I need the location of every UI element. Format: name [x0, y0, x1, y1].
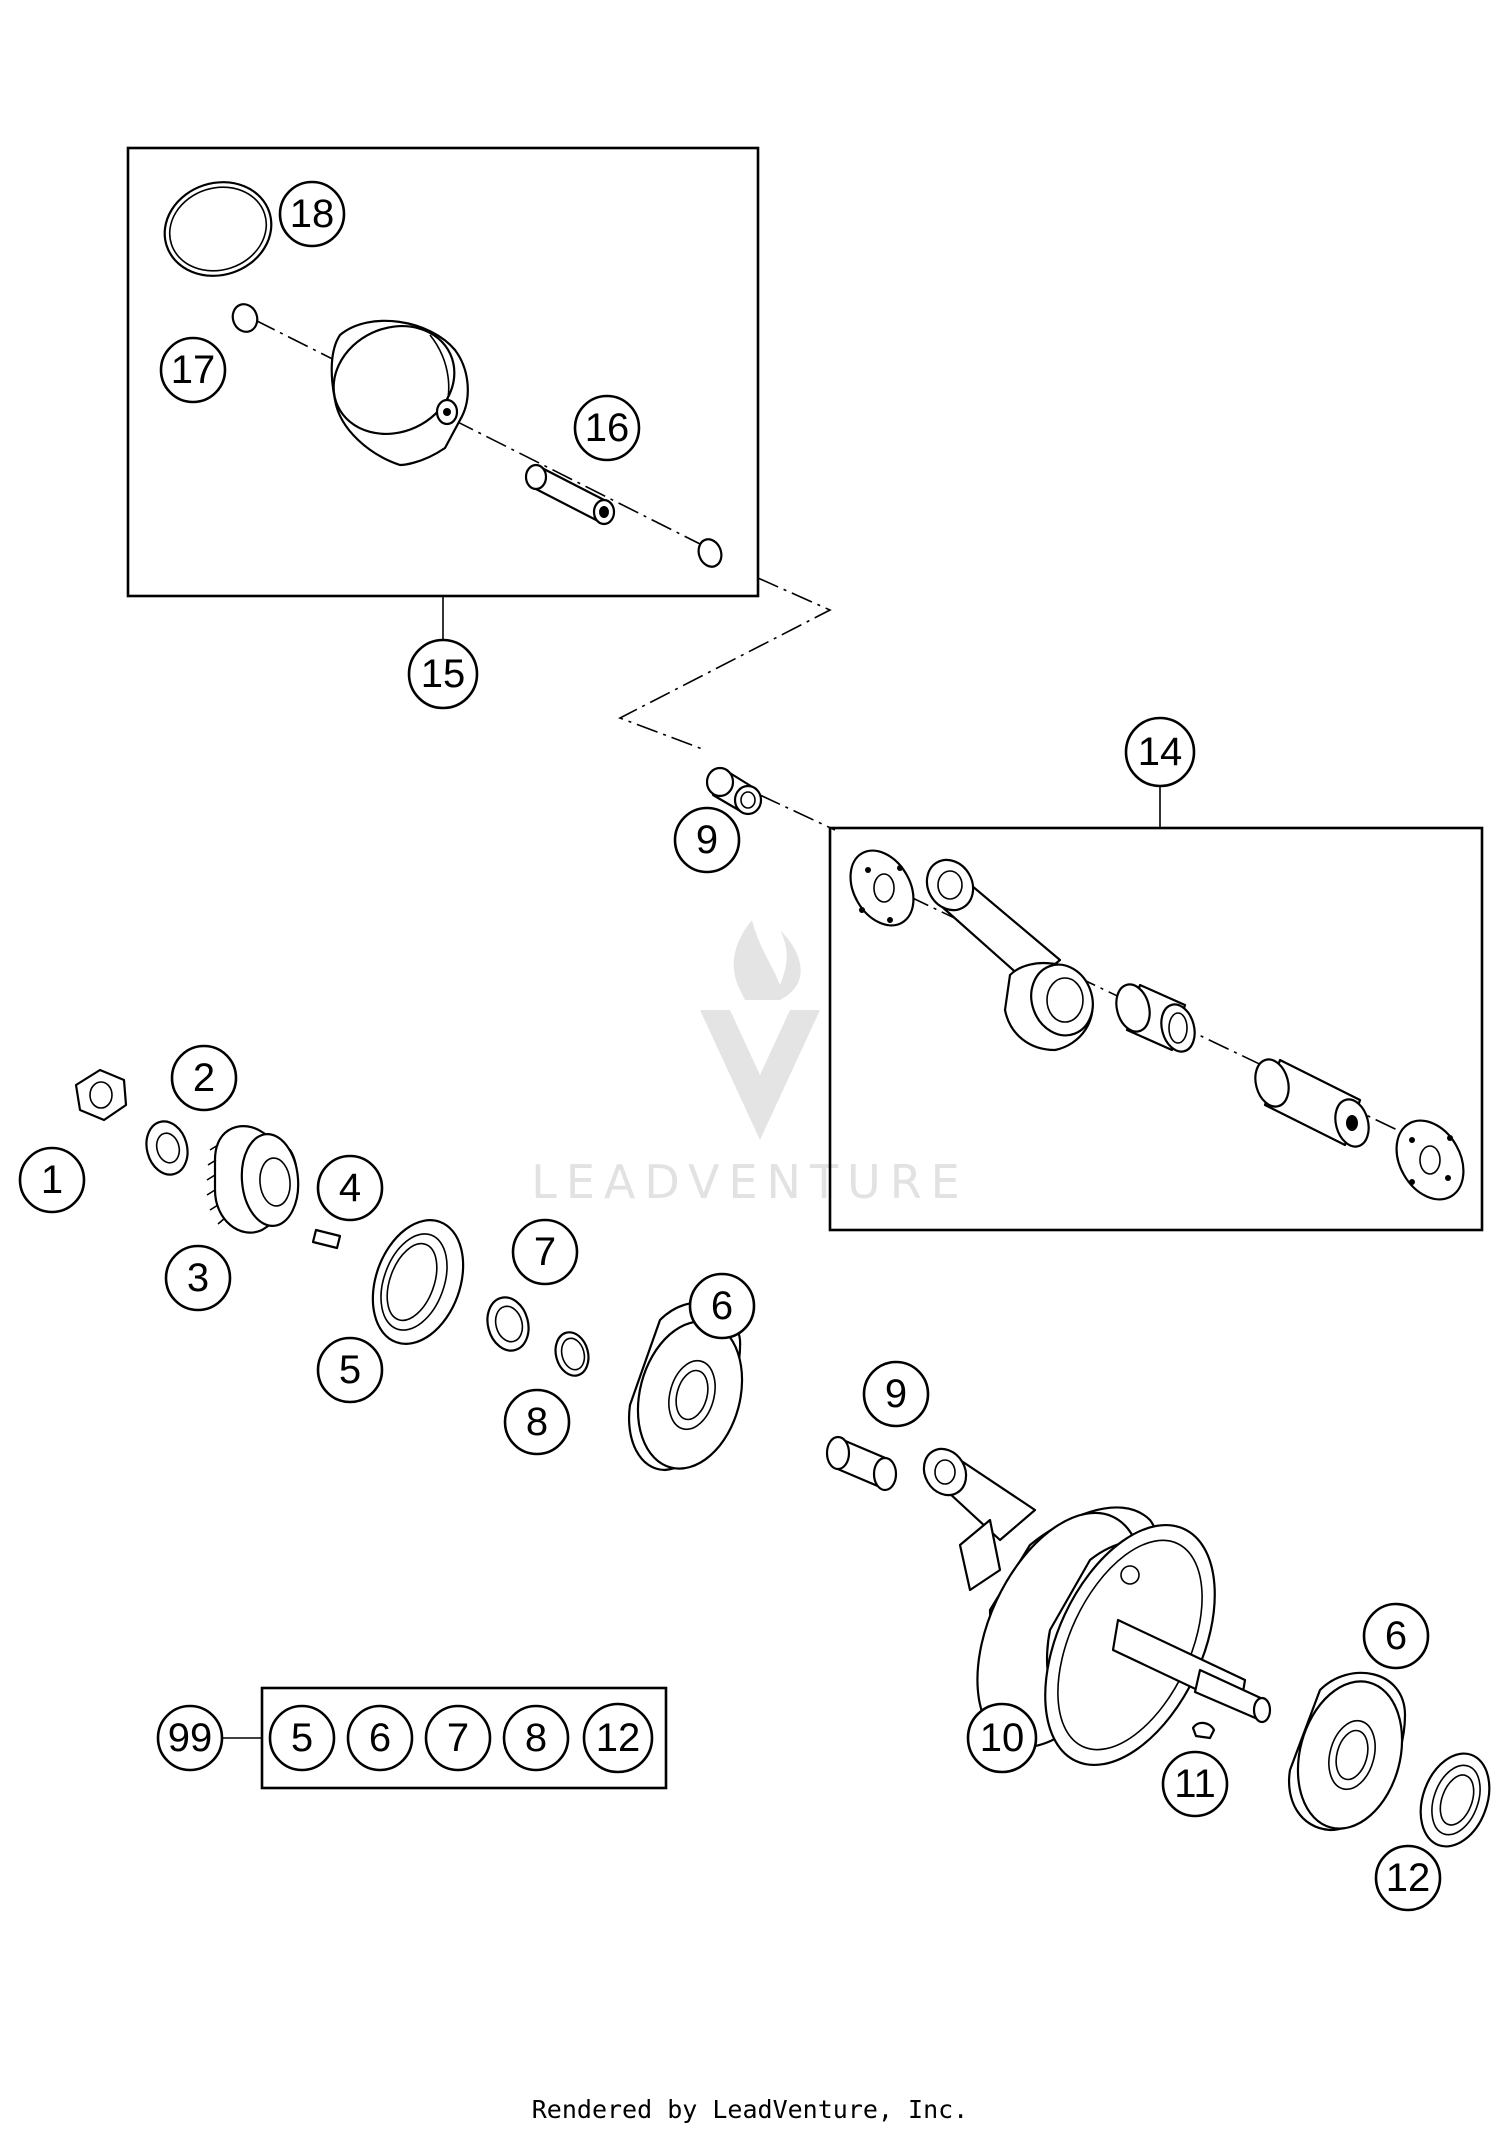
footer-credit: Rendered by LeadVenture, Inc.	[532, 2095, 969, 2124]
crankshaft[interactable]	[916, 1441, 1272, 1791]
callout-14-label: 14	[1138, 730, 1183, 774]
callout-4[interactable]: 4	[316, 1154, 384, 1222]
callout-18-label: 18	[290, 192, 335, 236]
callout-16-label: 16	[585, 406, 630, 450]
callout-6-left[interactable]: 6	[688, 1272, 756, 1340]
callout-7-label: 7	[534, 1230, 556, 1274]
callout-3[interactable]: 3	[164, 1244, 232, 1312]
callout-2[interactable]: 2	[170, 1044, 238, 1112]
circlip-right[interactable]	[695, 536, 725, 570]
callout-9-mid-label: 9	[885, 1372, 907, 1416]
watermark: LEADVENTURE	[531, 920, 969, 1209]
primary-gear[interactable]	[206, 1125, 302, 1234]
kit-item-7-label: 7	[447, 1716, 469, 1760]
washer[interactable]	[141, 1117, 194, 1180]
ball-bearing-left[interactable]	[622, 1301, 757, 1481]
callout-10[interactable]: 10	[966, 1702, 1038, 1774]
shaft-seal-right[interactable]	[1409, 1744, 1500, 1856]
callout-14[interactable]: 14	[1124, 716, 1196, 788]
callout-99-label: 99	[168, 1716, 213, 1760]
watermark-text: LEADVENTURE	[531, 1155, 969, 1209]
shim-large[interactable]	[482, 1293, 535, 1356]
needle-bearing-mid[interactable]	[825, 1435, 898, 1492]
needle-bearing-top[interactable]	[705, 766, 763, 816]
callout-17[interactable]: 17	[159, 336, 227, 404]
repair-kit-group	[222, 1686, 668, 1790]
flame-v-logo-icon	[700, 920, 820, 1140]
crank-pin[interactable]	[1250, 1056, 1373, 1151]
callout-15[interactable]: 15	[407, 638, 479, 710]
callout-2-label: 2	[193, 1056, 215, 1100]
callout-11-label: 11	[1174, 1762, 1216, 1806]
kit-item-7[interactable]: 7	[424, 1704, 492, 1772]
circlip-left[interactable]	[229, 301, 261, 336]
thrust-washer-left[interactable]	[838, 839, 926, 936]
callout-16[interactable]: 16	[573, 394, 641, 462]
conrod-kit-frame	[828, 826, 1484, 1232]
shaft-seal[interactable]	[357, 1207, 480, 1356]
callout-8[interactable]: 8	[503, 1388, 571, 1456]
callout-8-label: 8	[526, 1400, 548, 1444]
wrist-pin[interactable]	[524, 463, 616, 526]
callout-18[interactable]: 18	[278, 180, 346, 248]
callout-15-label: 15	[421, 652, 466, 696]
woodruff-key[interactable]	[311, 1228, 342, 1250]
kit-item-12[interactable]: 12	[582, 1702, 654, 1774]
wrist-pin-axis	[254, 319, 709, 549]
assembly-path	[618, 577, 832, 751]
kit-item-8[interactable]: 8	[502, 1704, 570, 1772]
crank-key[interactable]	[1191, 1721, 1216, 1740]
piston-kit-group	[126, 146, 760, 640]
conrod-kit-group	[828, 785, 1484, 1232]
callout-10-label: 10	[980, 1716, 1025, 1760]
callout-5[interactable]: 5	[316, 1336, 384, 1404]
callout-1[interactable]: 1	[18, 1146, 86, 1214]
kit-item-5-label: 5	[291, 1716, 313, 1760]
big-end-bearing[interactable]	[1111, 981, 1199, 1056]
connecting-rod[interactable]	[918, 851, 1103, 1052]
kit-item-8-label: 8	[525, 1716, 547, 1760]
callout-17-label: 17	[171, 348, 216, 392]
callout-12[interactable]: 12	[1374, 1844, 1442, 1912]
callout-6-right-label: 6	[1385, 1614, 1407, 1658]
kit-item-12-label: 12	[596, 1716, 641, 1760]
shim-small[interactable]	[551, 1329, 593, 1380]
callout-11[interactable]: 11	[1161, 1750, 1229, 1818]
callout-9-mid[interactable]: 9	[862, 1360, 930, 1428]
kit-item-6-label: 6	[369, 1716, 391, 1760]
callout-12-label: 12	[1386, 1856, 1431, 1900]
hex-nut[interactable]	[74, 1068, 128, 1122]
callout-9-top[interactable]: 9	[673, 806, 741, 874]
thrust-washer-right[interactable]	[1383, 1109, 1477, 1212]
callout-1-label: 1	[41, 1158, 63, 1202]
kit-item-5[interactable]: 5	[268, 1704, 336, 1772]
callout-6-left-label: 6	[711, 1284, 733, 1328]
kit-item-6[interactable]: 6	[346, 1704, 414, 1772]
piston-ring[interactable]	[152, 169, 283, 290]
piston[interactable]	[316, 307, 472, 467]
callout-5-label: 5	[339, 1348, 361, 1392]
callout-6-right[interactable]: 6	[1362, 1602, 1430, 1670]
callout-9-top-label: 9	[696, 818, 718, 862]
callout-99[interactable]: 99	[156, 1704, 224, 1772]
repair-kit-frame	[260, 1686, 668, 1790]
ball-bearing-right[interactable]	[1282, 1670, 1417, 1841]
callout-3-label: 3	[187, 1256, 209, 1300]
callout-4-label: 4	[339, 1166, 361, 1210]
callout-7[interactable]: 7	[511, 1218, 579, 1286]
